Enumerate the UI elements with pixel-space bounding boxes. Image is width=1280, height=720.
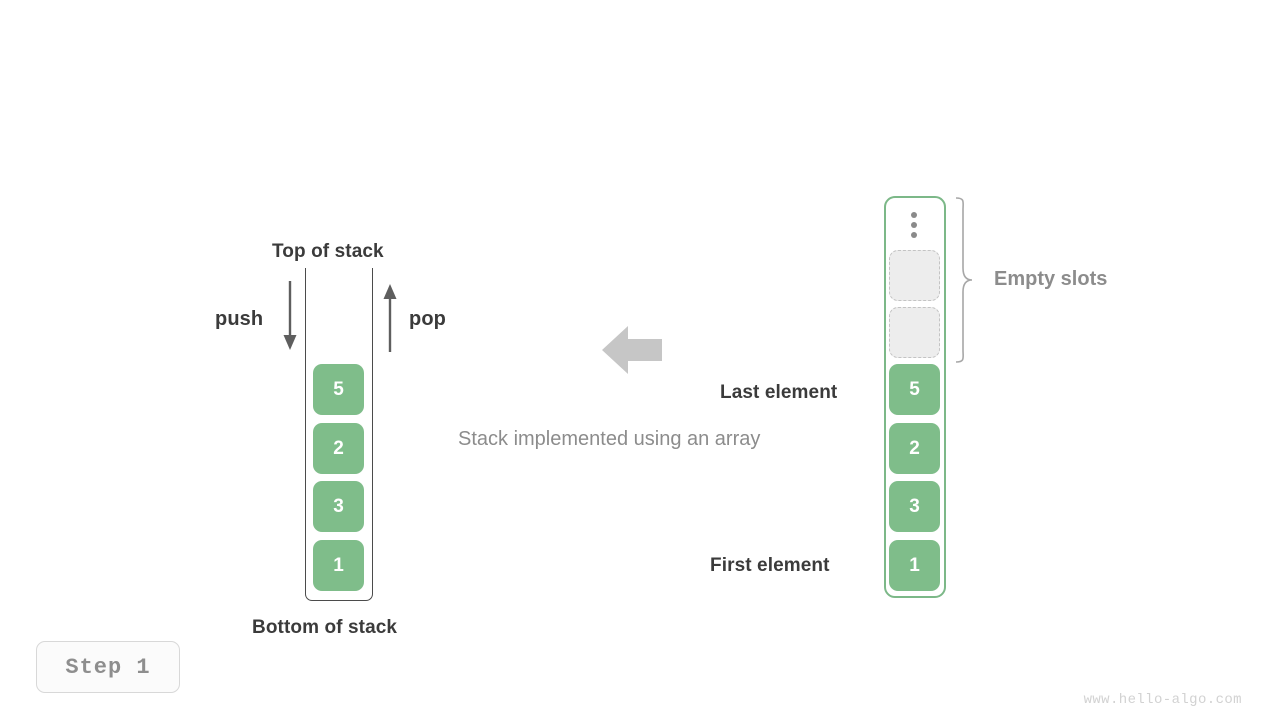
stack-container (305, 268, 373, 601)
array-cell: 2 (889, 423, 940, 474)
step-badge-label: Step 1 (65, 654, 151, 680)
bottom-of-stack-label: Bottom of stack (252, 617, 398, 638)
curly-brace-icon (955, 197, 973, 363)
push-arrow-down-icon (283, 281, 297, 350)
vertical-ellipsis-icon (910, 212, 917, 238)
array-cell: 1 (889, 540, 940, 591)
stack-cell: 3 (313, 481, 364, 532)
push-label: push (215, 308, 264, 330)
last-element-label: Last element (720, 382, 838, 403)
empty-slots-label: Empty slots (994, 268, 1108, 290)
first-element-label: First element (710, 555, 830, 576)
stack-cell: 5 (313, 364, 364, 415)
array-cell: 3 (889, 481, 940, 532)
diagram-caption: Stack implemented using an array (458, 428, 761, 450)
pop-arrow-up-icon (383, 284, 397, 352)
stack-cell: 2 (313, 423, 364, 474)
arrow-left-icon (602, 326, 662, 374)
pop-label: pop (409, 308, 446, 330)
array-empty-slot (889, 250, 940, 301)
top-of-stack-label: Top of stack (272, 241, 384, 262)
array-empty-slot (889, 307, 940, 358)
array-container (884, 196, 946, 598)
stack-cell: 1 (313, 540, 364, 591)
step-badge: Step 1 (36, 641, 180, 693)
watermark: www.hello-algo.com (1083, 692, 1242, 708)
array-cell: 5 (889, 364, 940, 415)
